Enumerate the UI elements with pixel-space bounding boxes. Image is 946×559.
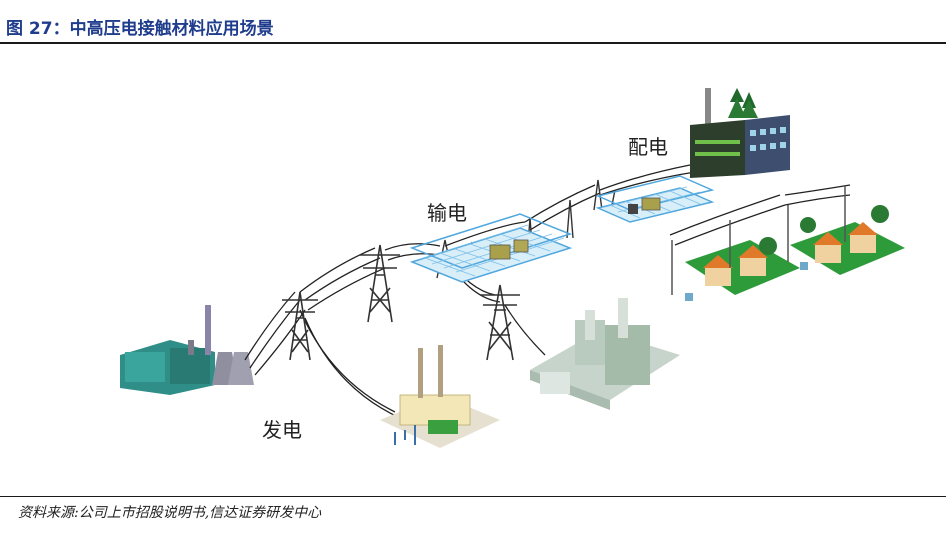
- source-rule: [0, 496, 946, 497]
- figure-title: 图 27：中高压电接触材料应用场景: [6, 19, 274, 39]
- stage-label-distribution: 配电: [628, 135, 668, 159]
- transmission-tower-3: [480, 284, 520, 361]
- stage-label-transmission: 输电: [427, 201, 467, 225]
- transmission-substation: [409, 213, 573, 283]
- distribution-substation: [595, 175, 715, 223]
- thermal-plant-icon: [380, 345, 500, 448]
- title-rule: [0, 42, 946, 44]
- stage-label-generation: 发电: [262, 418, 302, 442]
- factory-icon: [530, 298, 680, 410]
- transmission-tower-1: [282, 291, 318, 361]
- source-note: 资料来源:公司上市招股说明书,信达证券研发中心: [18, 505, 322, 521]
- transmission-tower-2: [360, 244, 400, 323]
- industrial-building-icon: [690, 88, 790, 178]
- power-station-icon: [120, 305, 254, 395]
- residential-houses: [671, 185, 905, 301]
